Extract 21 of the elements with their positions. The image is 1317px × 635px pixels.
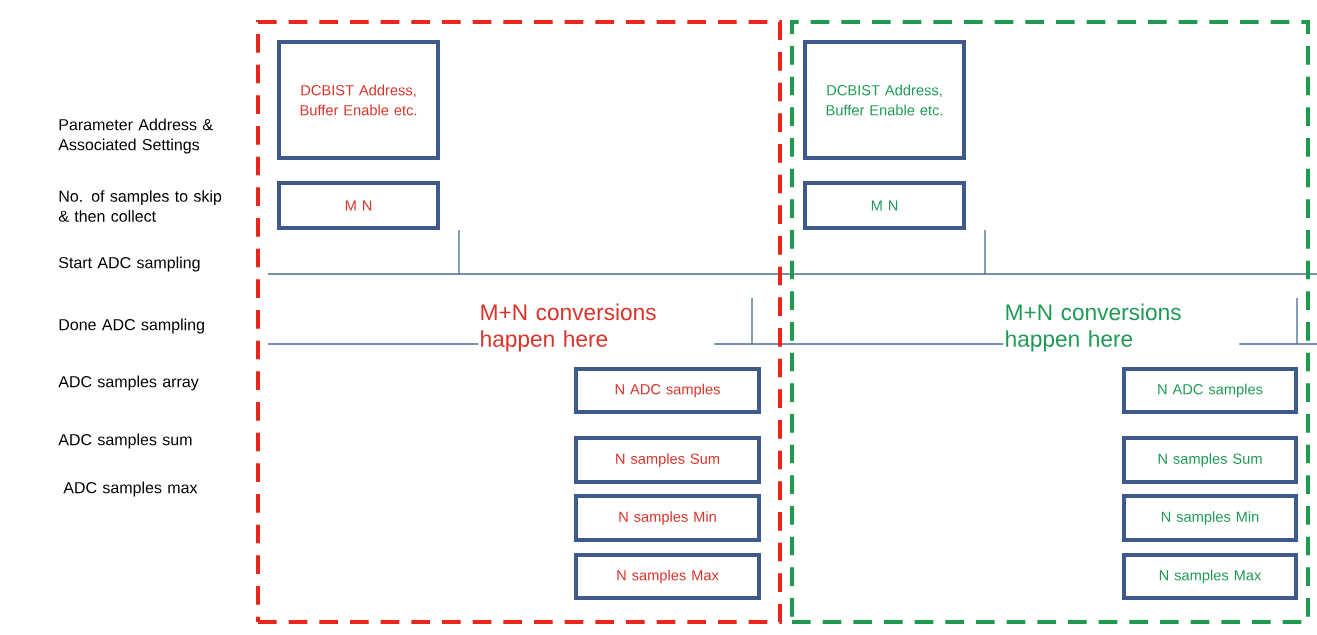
row-label: ADC samples array: [58, 375, 199, 391]
row-label: Start ADC sampling: [59, 256, 200, 272]
text-box: N samples Sum: [1122, 436, 1298, 484]
text-box: DCBIST Address, Buffer Enable etc.: [277, 40, 440, 160]
text-box: N samples Max: [1122, 553, 1298, 600]
text-box: N samples Max: [574, 553, 761, 600]
text-box: N ADC samples: [574, 367, 761, 414]
text-box: DCBIST Address, Buffer Enable etc.: [803, 40, 966, 160]
text-box: M N: [803, 181, 966, 230]
text-box: N ADC samples: [1122, 367, 1298, 414]
row-label: ADC samples sum: [58, 433, 192, 449]
row-label: Done ADC sampling: [59, 318, 204, 334]
annotation-text: M+N conversions happen here: [478, 302, 715, 353]
row-label: Parameter Address & Associated Settings: [58, 118, 213, 154]
text-box: N samples Sum: [574, 436, 761, 484]
text-box: M N: [277, 181, 440, 230]
text-box: N samples Min: [1122, 494, 1298, 542]
row-label: No. of samples to skip & then collect: [58, 190, 222, 222]
annotation-text: M+N conversions happen here: [1003, 302, 1240, 353]
text-box: N samples Min: [574, 494, 761, 542]
row-label: ADC samples max: [63, 481, 198, 497]
